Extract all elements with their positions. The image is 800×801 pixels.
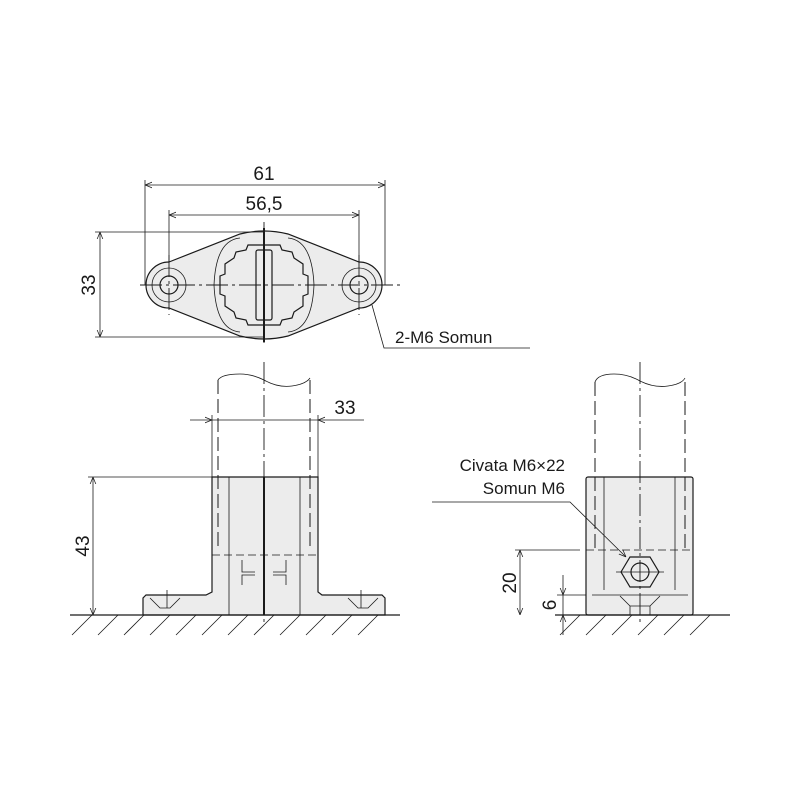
callout-leader-line (432, 501, 626, 557)
dim-label-depth: 33 (79, 274, 100, 295)
ground-hatch (559, 614, 711, 636)
callout-nut-label: 2-M6 Somun (395, 328, 492, 347)
hatch-stroke (279, 614, 301, 636)
side-body (585, 476, 694, 616)
front-view: 33 43 (70, 362, 400, 636)
clamp-bore-outline (219, 244, 309, 326)
dim-label-base-thickness: 6 (540, 600, 561, 611)
hatch-stroke (253, 614, 275, 636)
hatch-stroke (689, 614, 711, 636)
dim-label-hole-spacing: 56,5 (246, 194, 283, 215)
hatch-stroke (637, 614, 659, 636)
hatch-stroke (175, 614, 197, 636)
callout-bolt-label: Civata M6×22 (460, 456, 565, 475)
callout-nut-label: Somun M6 (483, 479, 565, 498)
hatch-stroke (663, 614, 685, 636)
hatch-stroke (611, 614, 633, 636)
counterbore-detail (149, 590, 379, 609)
hatch-stroke (71, 614, 93, 636)
top-view: 61 56,5 33 2-M6 Somun (79, 164, 530, 349)
dim-label-pipe-diameter: 33 (334, 398, 355, 419)
ground-hatch (71, 614, 379, 636)
nut-leader-line (371, 304, 530, 349)
hidden-nut-detail (241, 560, 287, 585)
dim-label-overall-width: 61 (253, 164, 274, 185)
hatch-stroke (97, 614, 119, 636)
hatch-stroke (227, 614, 249, 636)
hatch-stroke (331, 614, 353, 636)
hatch-stroke (305, 614, 327, 636)
hatch-stroke (123, 614, 145, 636)
dim-label-nut-height: 20 (500, 572, 521, 593)
hatch-stroke (201, 614, 223, 636)
hatch-stroke (357, 614, 379, 636)
hatch-stroke (585, 614, 607, 636)
side-view: Civata M6×22 Somun M6 20 6 (432, 362, 730, 636)
hatch-stroke (559, 614, 581, 636)
hatch-stroke (149, 614, 171, 636)
dim-label-height: 43 (73, 535, 94, 556)
